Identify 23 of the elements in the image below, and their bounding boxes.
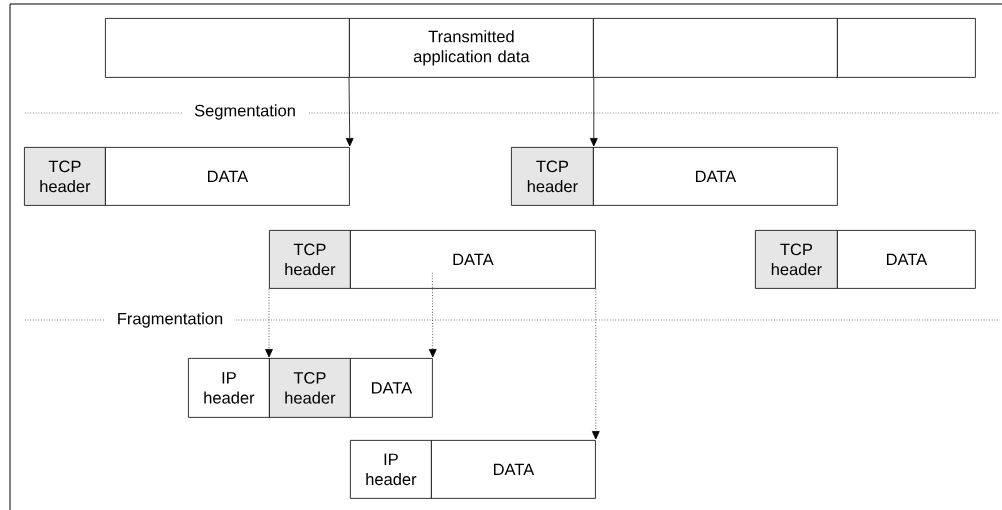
data-cell bbox=[837, 18, 976, 78]
arrow bbox=[428, 272, 437, 358]
segment-cell: DATA bbox=[105, 147, 350, 206]
arrow bbox=[591, 288, 600, 440]
segment-cell: DATA bbox=[350, 230, 596, 289]
data-cell bbox=[593, 18, 838, 78]
segment-cell: IP header bbox=[350, 440, 432, 499]
header-cell: TCP header bbox=[269, 230, 351, 289]
segment-cell: IP header bbox=[188, 358, 270, 418]
segment-cell: Transmitted application data bbox=[349, 18, 594, 78]
section-label: Fragmentation bbox=[118, 312, 223, 328]
segment-cell: DATA bbox=[837, 230, 976, 289]
header-cell: TCP header bbox=[269, 358, 351, 418]
data-cell bbox=[105, 18, 350, 78]
arrow bbox=[265, 288, 273, 358]
header-cell: TCP header bbox=[24, 147, 106, 206]
arrow bbox=[589, 77, 598, 147]
section-label: Segmentation bbox=[194, 104, 295, 120]
arrow bbox=[345, 77, 354, 147]
header-cell: TCP header bbox=[511, 147, 594, 206]
header-cell: TCP header bbox=[755, 230, 838, 289]
segment-cell: DATA bbox=[593, 147, 838, 206]
segment-cell: DATA bbox=[350, 358, 433, 418]
